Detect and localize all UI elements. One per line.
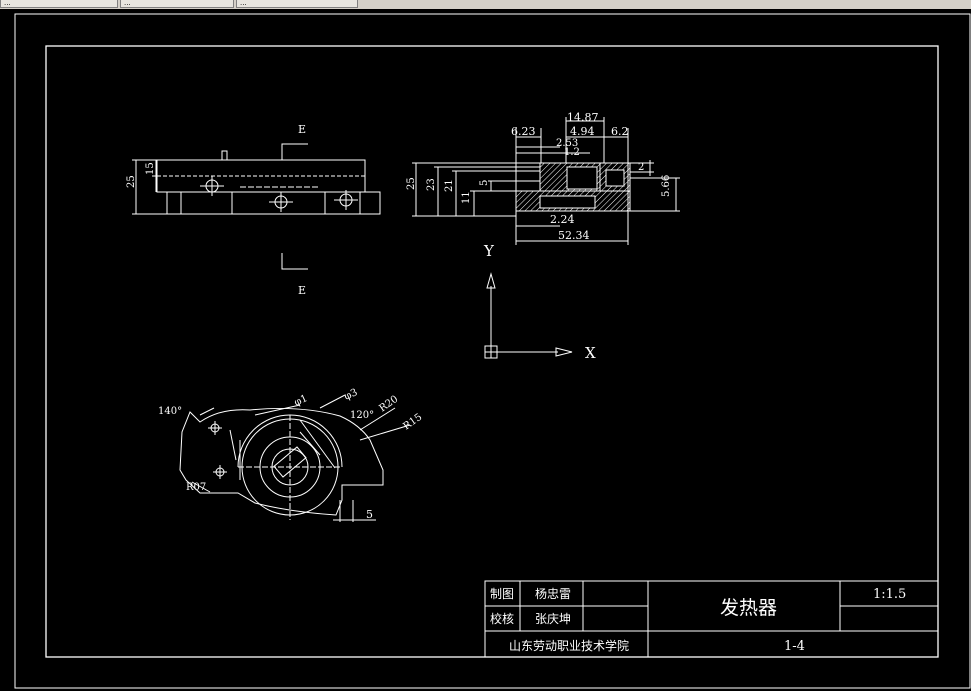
drawing-number: 1-4 <box>784 639 805 654</box>
checked-name: 张庆坤 <box>535 611 571 626</box>
dim-label: 5.66 <box>661 175 672 197</box>
dim-label: 14.87 <box>567 111 599 124</box>
dim-label: 5 <box>366 508 373 521</box>
dim-label: 4.94 <box>570 125 595 138</box>
radius-label: R07 <box>186 482 206 493</box>
angle-label: 120° <box>350 410 374 421</box>
tab-1[interactable]: ... <box>0 0 118 8</box>
drawn-label: 制图 <box>490 587 514 601</box>
side-view <box>412 117 680 245</box>
dim-label: 6.2 <box>611 125 629 138</box>
tab-label: ... <box>240 0 247 7</box>
front-view <box>132 143 381 270</box>
dim-label: 25 <box>126 175 137 188</box>
paper-border <box>14 13 971 689</box>
dim-label: 11 <box>461 191 472 204</box>
plan-view <box>179 394 411 522</box>
section-label-bottom: E <box>298 284 306 297</box>
ucs-icon <box>484 272 573 359</box>
dim-label: 25 <box>406 177 417 190</box>
tab-3[interactable]: ... <box>236 0 358 8</box>
tab-label: ... <box>4 0 11 7</box>
title-block <box>484 580 939 658</box>
dim-label: 21 <box>444 179 455 192</box>
dim-label: 23 <box>426 178 437 191</box>
dim-label: 1.2 <box>564 147 580 158</box>
checked-label: 校核 <box>490 611 514 626</box>
dim-label: 15 <box>145 162 156 175</box>
part-name: 发热器 <box>720 597 777 619</box>
dim-label: 2.53 <box>556 138 578 149</box>
tab-label: ... <box>124 0 131 7</box>
drawing-svg: E E 25 15 <box>14 13 971 689</box>
dim-label: 52.34 <box>558 229 590 242</box>
dim-label: φ3 <box>343 387 360 403</box>
section-label-top: E <box>298 123 306 136</box>
dim-label: 6.23 <box>511 125 536 138</box>
dim-label: 5 <box>479 180 490 186</box>
tab-strip: ... ... ... <box>0 0 971 9</box>
radius-label: R15 <box>401 412 424 433</box>
dim-label: φ1 <box>293 393 310 409</box>
ucs-x-label: X <box>585 344 596 362</box>
tab-2[interactable]: ... <box>120 0 234 8</box>
drawn-name: 杨忠雷 <box>535 586 571 601</box>
school-name: 山东劳动职业技术学院 <box>509 638 629 653</box>
drawing-canvas[interactable]: E E 25 15 <box>0 9 971 691</box>
scale-value: 1:1.5 <box>873 587 906 602</box>
ucs-y-label: Y <box>483 242 495 260</box>
angle-label: 140° <box>158 406 182 417</box>
dim-label: 2 <box>638 162 644 173</box>
dim-label: 2.24 <box>550 213 575 226</box>
